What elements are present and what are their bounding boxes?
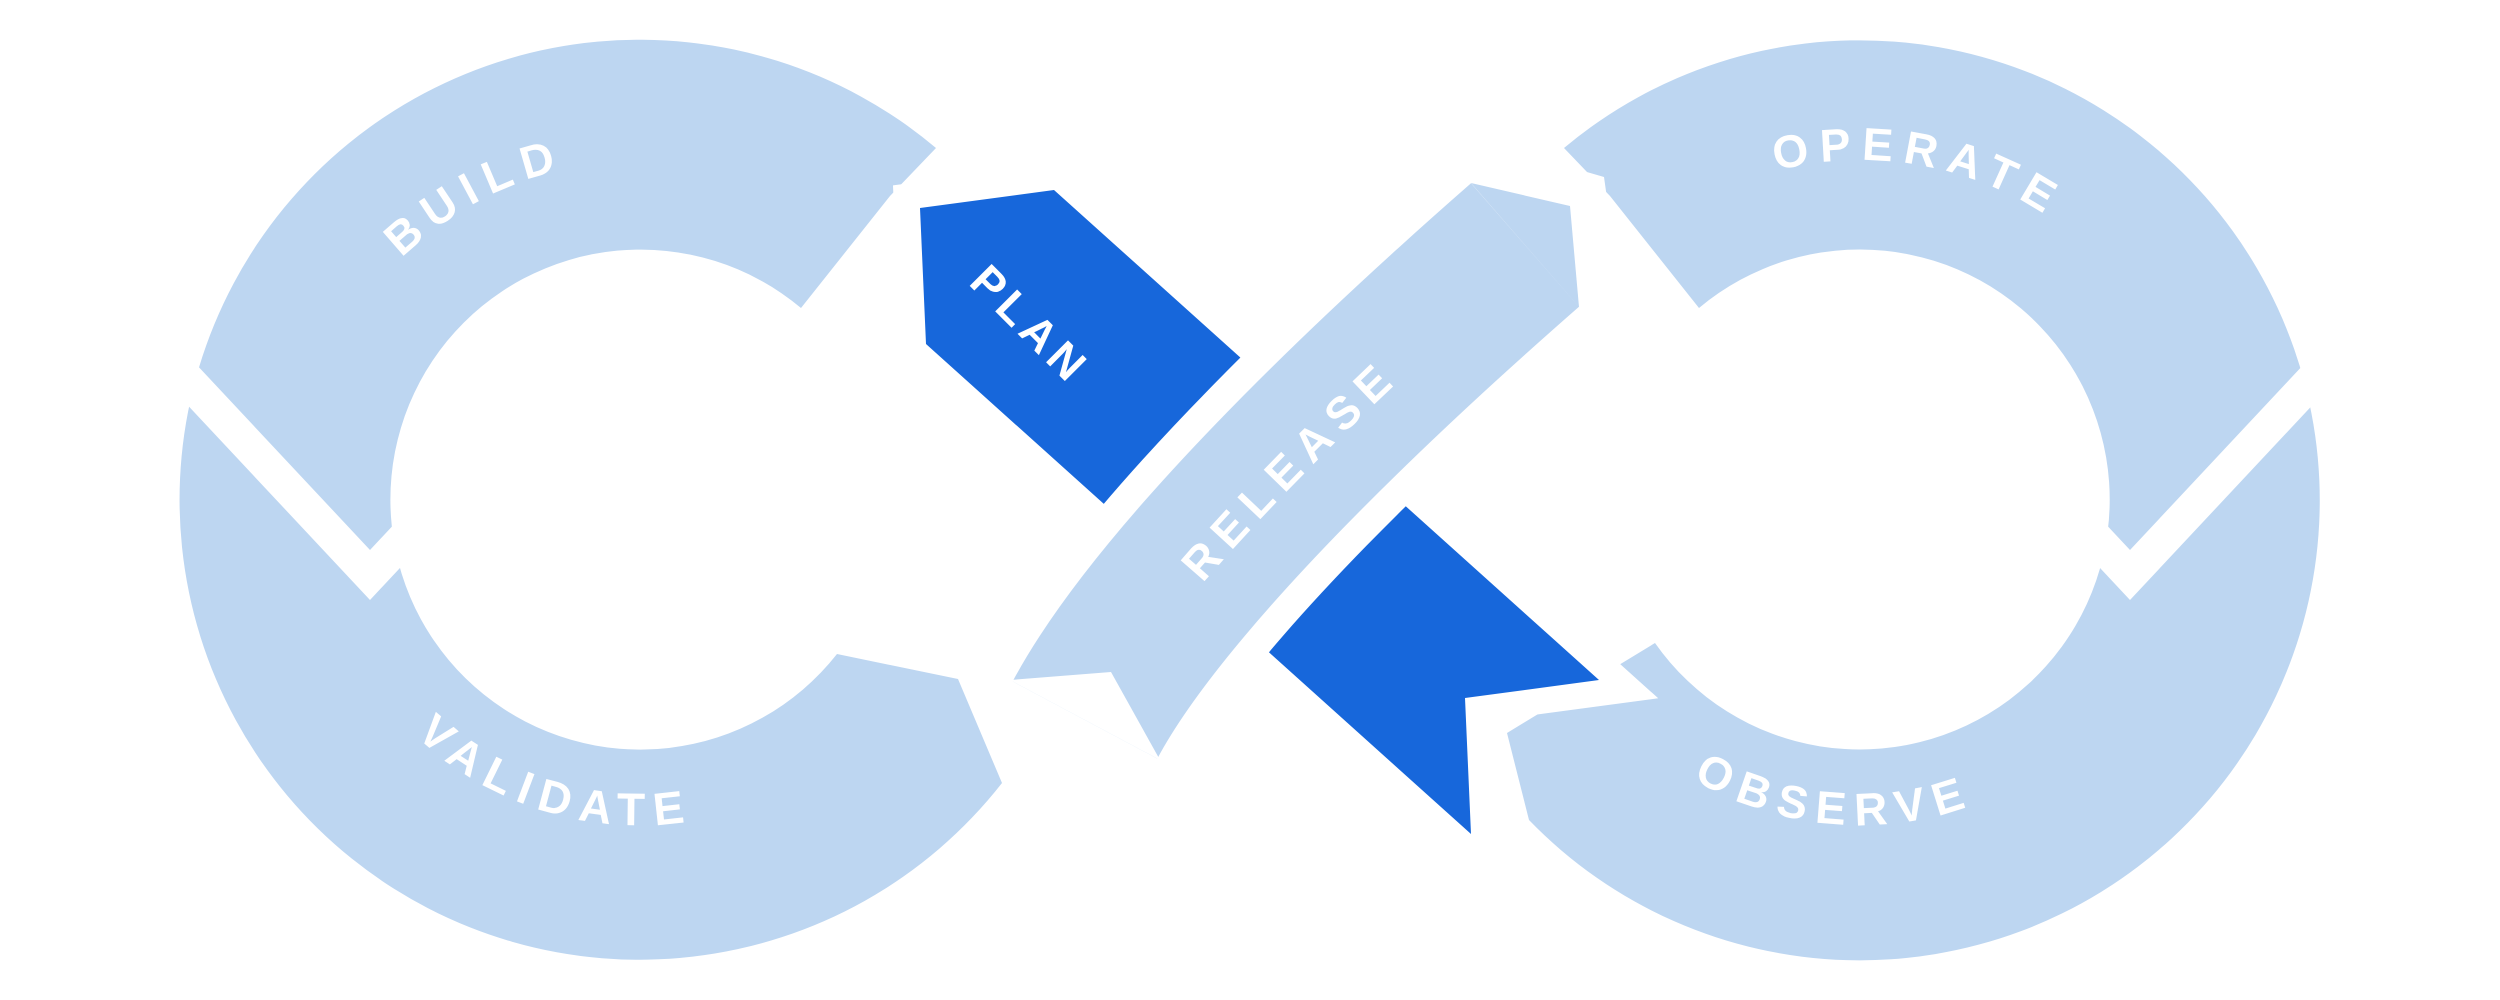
left-loop-ring <box>179 39 1002 960</box>
release-band <box>1012 183 1580 760</box>
flow-chevron-east-icon <box>1896 300 2364 600</box>
right-loop-ring <box>1507 40 2320 961</box>
release-band-start-notch-icon <box>1010 672 1160 760</box>
release-band-arrowhead-icon <box>1471 183 1579 307</box>
flow-chevron-west-icon <box>136 300 604 600</box>
